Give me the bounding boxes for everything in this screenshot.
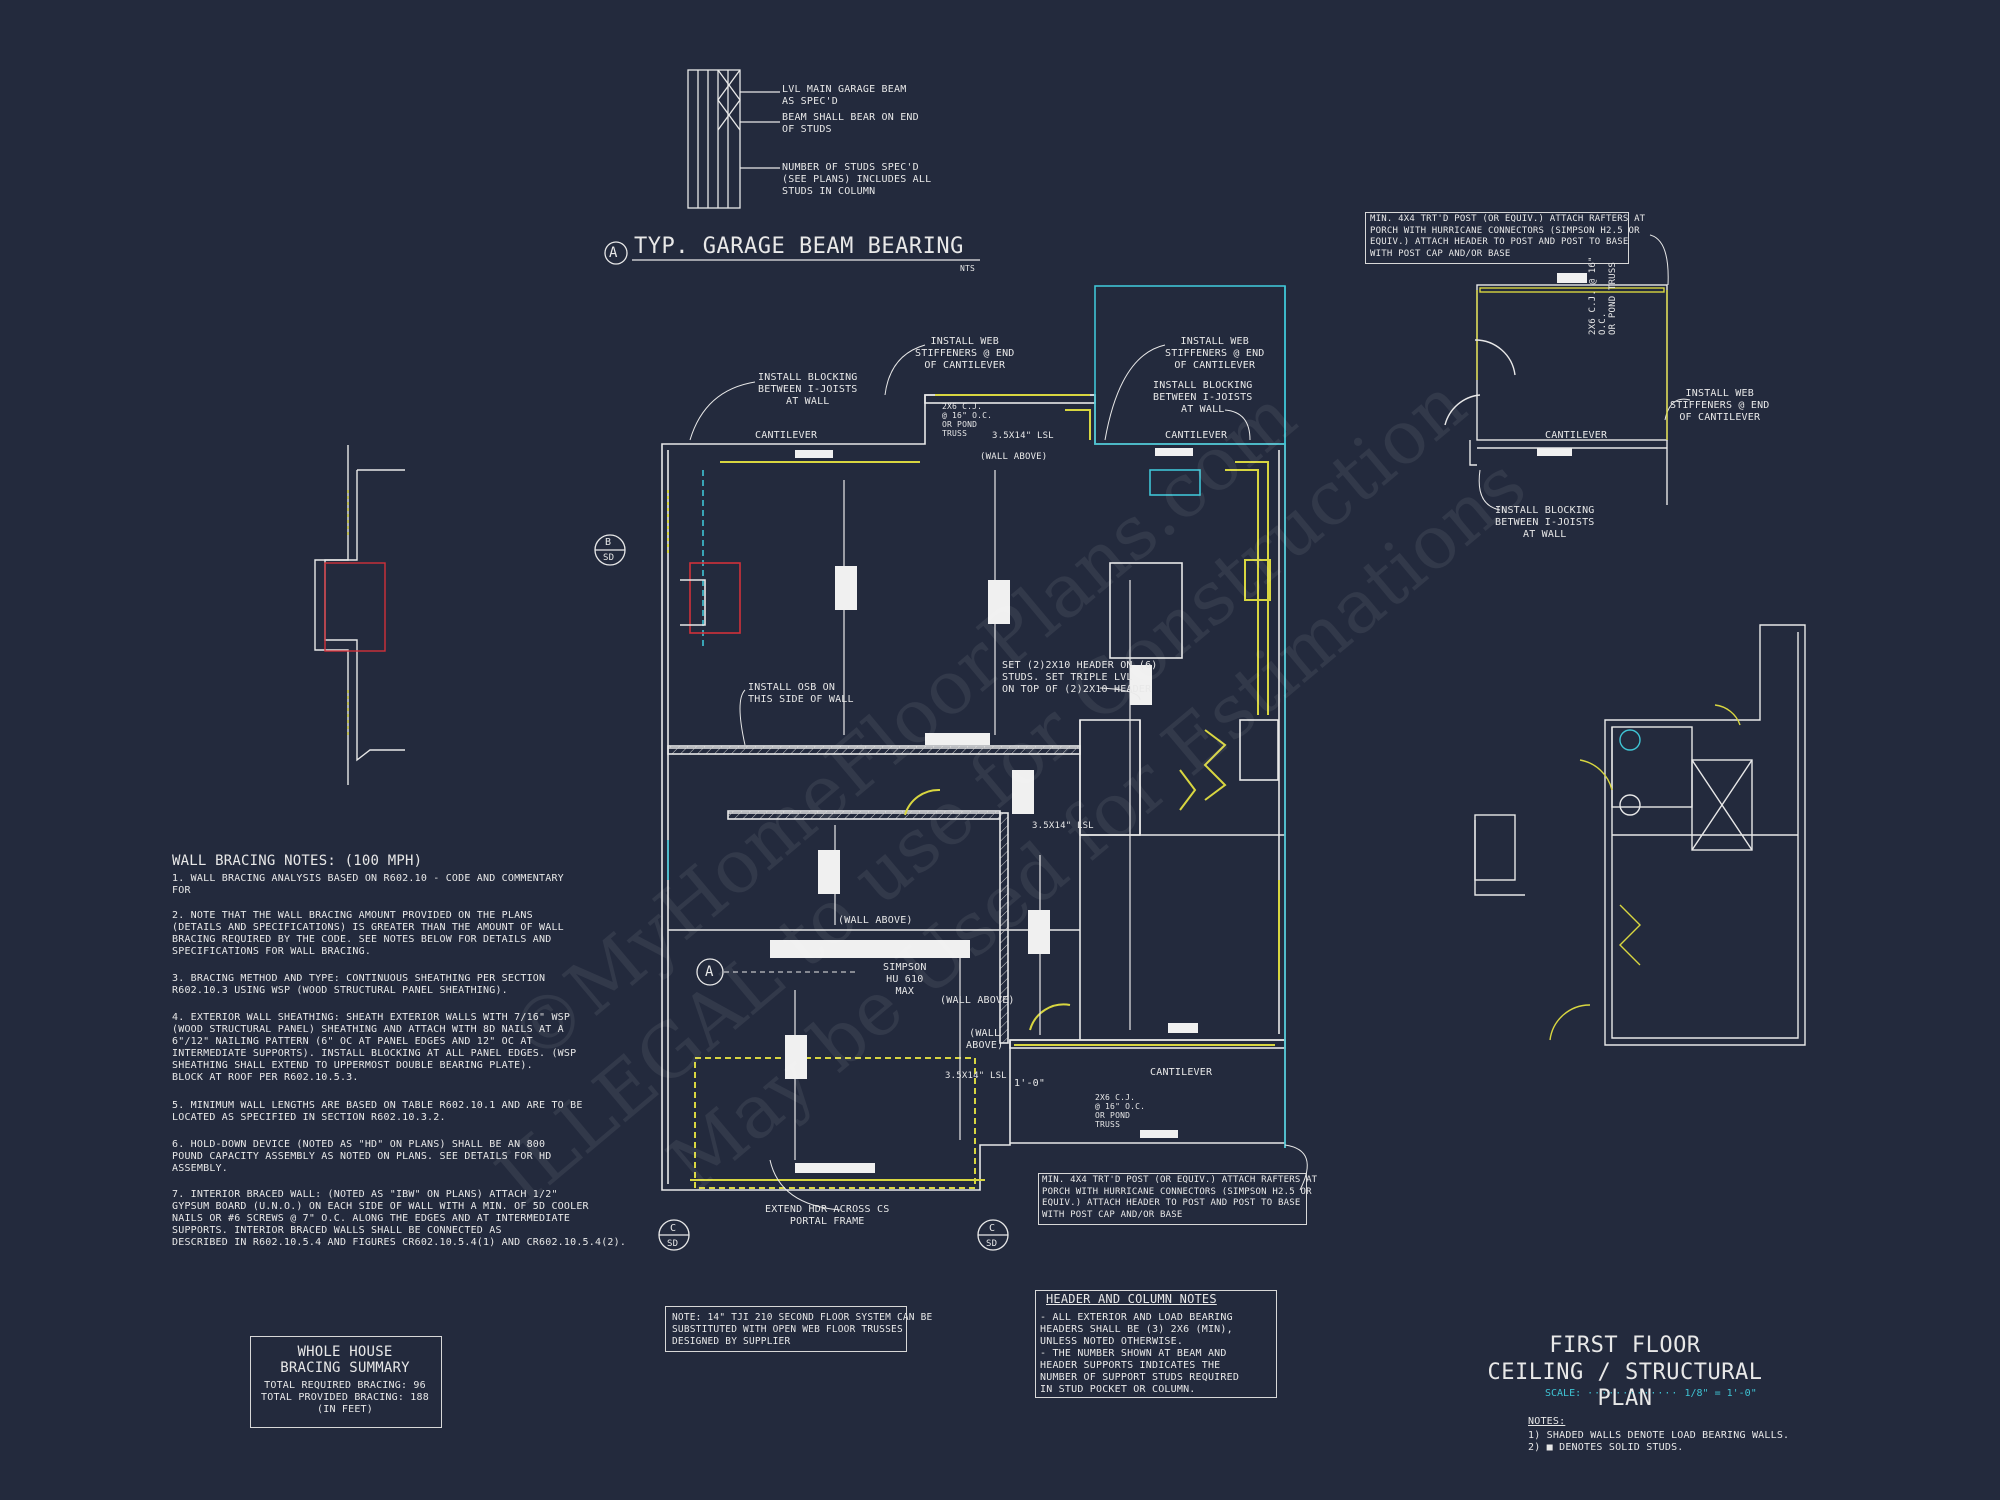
whole-house-title: WHOLE HOUSE BRACING SUMMARY	[280, 1344, 410, 1376]
porch-note-bottom: MIN. 4x4 TRT'D POST (OR EQUIV.) ATTACH R…	[1042, 1175, 1318, 1220]
whole-house-box	[250, 1336, 442, 1428]
tji-note: NOTE: 14" TJI 210 SECOND FLOOR SYSTEM CA…	[672, 1312, 933, 1347]
main-plan-walls	[661, 285, 1286, 1191]
label-wall-above-4: (WALL ABOVE)	[966, 1028, 1004, 1051]
label-cantilever-1: CANTILEVER	[755, 430, 818, 441]
label-install-web-1: INSTALL WEB STIFFENERS @ END OF CANTILEV…	[915, 336, 1015, 371]
bubble-c1: C	[670, 1223, 677, 1234]
wall-bracing-note-3: 3. BRACING METHOD AND TYPE: CONTINUOUS S…	[172, 973, 546, 996]
wall-bracing-note-4: 4. EXTERIOR WALL SHEATHING: SHEATH EXTER…	[172, 1012, 577, 1083]
leader-lines	[689, 234, 1691, 1211]
beam-detail-bubble: A	[609, 245, 618, 261]
bubble-b: B	[605, 537, 612, 548]
header-notes-title: HEADER AND COLUMN NOTES	[1046, 1292, 1217, 1306]
wall-bracing-note-2: 2. NOTE THAT THE WALL BRACING AMOUNT PRO…	[172, 910, 564, 957]
label-cantilever-3: CANTILEVER	[1150, 1067, 1213, 1078]
tji-note-box	[665, 1306, 907, 1352]
partial-plan	[1474, 624, 1806, 1046]
whole-house-lines: TOTAL REQUIRED BRACING: 96 TOTAL PROVIDE…	[261, 1380, 429, 1415]
label-lsl-3: 3.5x14" LSL	[945, 1071, 1007, 1081]
section-bubbles	[594, 534, 1009, 1251]
label-install-blocking-2: INSTALL BLOCKING BETWEEN I-JOISTS AT WAL…	[1153, 380, 1253, 415]
label-simpson: SIMPSON HU 610 MAX	[883, 962, 927, 997]
label-wall-above-2: (WALL ABOVE)	[838, 915, 913, 926]
bubble-c1-sub: SD	[667, 1239, 679, 1249]
label-lsl-1: 3.5x14" LSL	[992, 431, 1054, 441]
beam-marks	[770, 273, 1587, 1173]
sheet-title-line2: CEILING / STRUCTURAL PLAN	[1487, 1360, 1763, 1411]
wall-bracing-note-1: 1. WALL BRACING ANALYSIS BASED ON R602.1…	[172, 873, 564, 896]
label-truss-2: 2x6 C.J. @ 16" O.C. OR POND TRUSS	[1095, 1093, 1146, 1129]
label-install-blocking-1: INSTALL BLOCKING BETWEEN I-JOISTS AT WAL…	[758, 372, 858, 407]
beam-detail-scale: NTS	[960, 264, 976, 273]
fireplace-detail	[314, 445, 405, 785]
porch-note-top-box	[1365, 212, 1629, 264]
label-dim-1: 1'-0"	[1014, 1078, 1046, 1089]
sheet-notes: 1) SHADED WALLS DENOTE LOAD BEARING WALL…	[1528, 1430, 1790, 1453]
wall-bracing-note-6: 6. HOLD-DOWN DEVICE (NOTED AS "HD" ON PL…	[172, 1139, 552, 1174]
braced-wall-lines	[667, 394, 1280, 1189]
label-lsl-2: 3.5x14" LSL	[1032, 821, 1094, 831]
upper-right-install-web: INSTALL WEB STIFFENERS @ END OF CANTILEV…	[1670, 388, 1770, 423]
sheet-title-line1: FIRST FLOOR	[1549, 1333, 1701, 1358]
porch-note-bottom-box	[1038, 1173, 1307, 1225]
beam-note-1: LVL MAIN GARAGE BEAM AS SPEC'D	[782, 84, 907, 107]
beam-detail-title: TYP. GARAGE BEAM BEARING	[634, 234, 964, 259]
bubble-a: A	[705, 964, 714, 980]
garage-beam-detail-graphic	[604, 69, 980, 265]
bubble-c2: C	[989, 1223, 996, 1234]
bubble-b-sub: SD	[603, 553, 615, 563]
label-extend-hdr: EXTEND HDR ACROSS CS PORTAL FRAME	[765, 1204, 890, 1227]
beam-note-2: BEAM SHALL BEAR ON END OF STUDS	[782, 112, 919, 135]
upper-right-cantilever: CANTILEVER	[1545, 430, 1608, 441]
label-install-osb: INSTALL OSB ON THIS SIDE OF WALL	[748, 682, 854, 705]
porch-note-top: MIN. 4x4 TRT'D POST (OR EQUIV.) ATTACH R…	[1370, 214, 1646, 259]
upper-right-install-blocking: INSTALL BLOCKING BETWEEN I-JOISTS AT WAL…	[1495, 505, 1595, 540]
bubble-c2-sub: SD	[986, 1239, 998, 1249]
porch-plan	[1444, 284, 1668, 505]
label-wall-above-1: (WALL ABOVE)	[980, 452, 1048, 462]
header-notes-box	[1035, 1290, 1277, 1398]
sheet-scale-value: 1/8" = 1'-0"	[1684, 1388, 1757, 1399]
beam-note-3: NUMBER OF STUDS SPEC'D (SEE PLANS) INCLU…	[782, 162, 932, 197]
label-set-header: SET (2)2x10 HEADER ON (6) STUDS. SET TRI…	[1002, 660, 1158, 695]
upper-right-truss: 2x6 C.J. @ 16" O.C. OR POND TRUSS	[1588, 256, 1618, 335]
wall-bracing-note-7: 7. INTERIOR BRACED WALL: (NOTED AS "IBW"…	[172, 1189, 627, 1248]
sheet-scale-label: SCALE:	[1545, 1388, 1582, 1399]
sheet-notes-label: NOTES:	[1528, 1416, 1566, 1427]
header-notes-body: - ALL EXTERIOR AND LOAD BEARING HEADERS …	[1040, 1312, 1240, 1395]
label-truss-1: 2x6 C.J. @ 16" O.C. OR POND TRUSS	[942, 402, 993, 438]
sheet-scale: SCALE: ············· 1/8" = 1'-0"	[1545, 1388, 1757, 1399]
label-cantilever-2: CANTILEVER	[1165, 430, 1228, 441]
label-install-web-2: INSTALL WEB STIFFENERS @ END OF CANTILEV…	[1165, 336, 1265, 371]
wall-bracing-note-5: 5. MINIMUM WALL LENGTHS ARE BASED ON TAB…	[172, 1100, 583, 1123]
label-wall-above-3: (WALL ABOVE)	[940, 995, 1015, 1006]
wall-bracing-title: WALL BRACING NOTES: (100 MPH)	[172, 853, 423, 869]
